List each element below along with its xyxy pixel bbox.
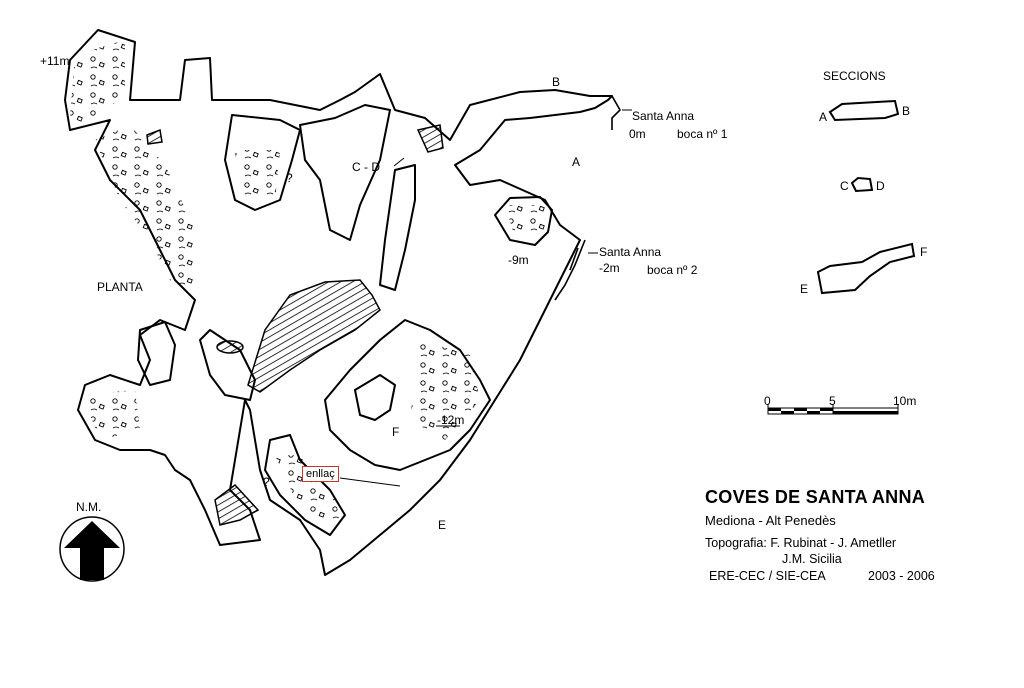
pillar-e-branch xyxy=(264,434,346,536)
section-ef xyxy=(816,242,916,295)
depth-lower: -12m xyxy=(437,413,465,427)
entrance-2-name: Santa Anna xyxy=(599,245,662,259)
chamber-left-lobe xyxy=(137,321,176,386)
entrance-1-wall xyxy=(611,95,621,130)
entrance-1-name: Santa Anna xyxy=(632,109,695,123)
rubble-e-branch xyxy=(275,455,340,525)
unknown-mark-2: ? xyxy=(263,475,270,489)
rubble-top-left xyxy=(70,40,125,125)
pillar-lower-right xyxy=(324,319,491,471)
map-location: Mediona - Alt Penedès xyxy=(705,513,836,528)
rubble-lower-right xyxy=(410,340,480,440)
entrance-1-depth: 0m xyxy=(629,127,646,141)
section-ab-label-a: A xyxy=(819,110,828,124)
pillar-central-left xyxy=(199,329,256,401)
hatched-pillar-small xyxy=(146,128,163,145)
north-arrow xyxy=(59,516,125,582)
sections-title: SECCIONS xyxy=(823,69,886,83)
map-title: COVES DE SANTA ANNA xyxy=(705,487,926,507)
pillar-inner-loop xyxy=(354,374,396,421)
section-mark-e: E xyxy=(438,518,447,532)
entrance-2-depth: -2m xyxy=(599,261,620,275)
scale-bar xyxy=(767,404,899,415)
section-cd xyxy=(850,176,874,193)
hatched-pillar-top xyxy=(416,124,444,153)
credit-line-3-years: 2003 - 2006 xyxy=(868,569,935,583)
leader-enllac xyxy=(339,477,401,487)
section-mark-cd: C - D xyxy=(352,160,380,174)
unknown-mark-1: ? xyxy=(286,171,293,185)
rubble-left-band xyxy=(95,125,200,290)
credit-line-1: Topografia: F. Rubinat - J. Ametller xyxy=(705,536,897,550)
scale-label-5: 5 xyxy=(829,394,836,408)
section-mark-f: F xyxy=(392,425,400,439)
depth-top-left: +11m xyxy=(40,54,70,68)
entrance-2-wall-a xyxy=(554,239,586,301)
section-ef-label-e: E xyxy=(800,282,809,296)
section-mark-b: B xyxy=(552,75,561,89)
north-arrow-glyph xyxy=(64,521,120,580)
sections-drawing xyxy=(816,99,916,295)
entrance-2-mouth: boca nº 2 xyxy=(647,263,698,277)
leader-lines xyxy=(339,109,632,487)
scale-label-10: 10m xyxy=(893,394,917,408)
link-label: enllaç xyxy=(302,466,339,482)
pillar-right-column xyxy=(379,164,416,291)
pillar-upper-middle xyxy=(224,114,301,211)
rubble-minus9 xyxy=(505,205,545,238)
leader-cd xyxy=(393,157,405,167)
credit-line-3-org: ERE-CEC / SIE-CEA xyxy=(709,569,826,583)
depth-middle: -9m xyxy=(508,253,529,267)
credit-line-2: J.M. Sicilia xyxy=(782,552,842,566)
pillar-upper-right xyxy=(299,104,391,241)
north-label: N.M. xyxy=(76,500,102,514)
entrance-passages xyxy=(554,95,621,301)
rubble-left-lobe xyxy=(82,390,140,440)
rubble-areas xyxy=(70,40,545,525)
scale-label-0: 0 xyxy=(764,394,771,408)
section-mark-a: A xyxy=(572,155,581,169)
section-ab-label-b: B xyxy=(902,104,911,118)
chamber-minus9 xyxy=(494,196,553,246)
hatched-pillars xyxy=(146,124,444,526)
plan-label: PLANTA xyxy=(97,280,143,294)
rubble-upper-pillar xyxy=(235,150,280,200)
section-cd-label-c: C xyxy=(840,179,849,193)
scale-bar-segments xyxy=(768,408,898,414)
hatched-pillar-oval xyxy=(216,340,244,354)
entrance-1-mouth: boca nº 1 xyxy=(677,127,728,141)
section-cd-label-d: D xyxy=(876,179,885,193)
hatched-pillar-bottom xyxy=(214,483,260,526)
hatched-pillar-large xyxy=(247,279,381,393)
section-ab xyxy=(828,99,900,122)
entrance-2-wall-b xyxy=(569,247,579,271)
section-ef-label-f: F xyxy=(920,245,928,259)
